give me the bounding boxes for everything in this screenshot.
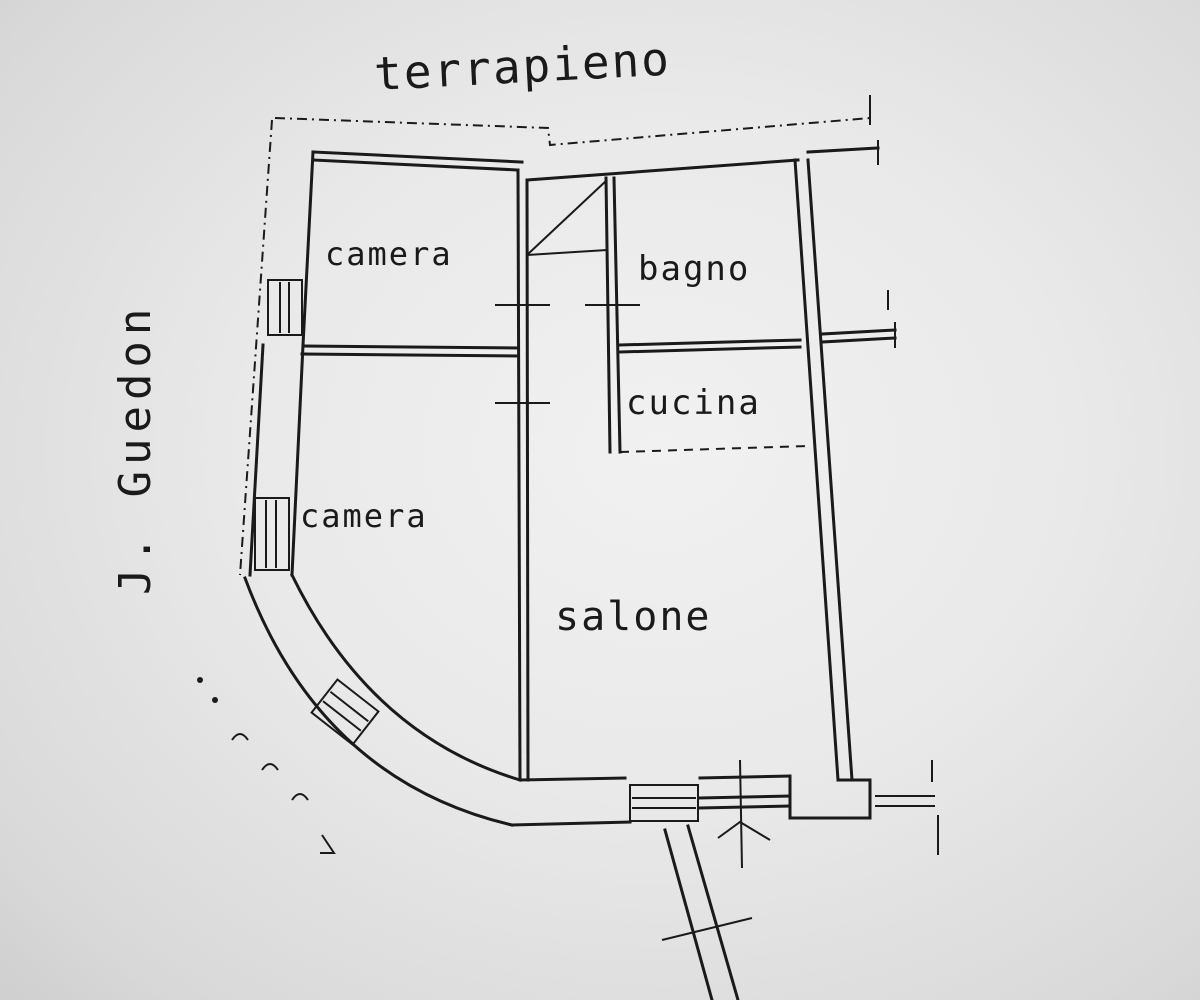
door-markers xyxy=(495,304,640,404)
room-label-bagno: bagno xyxy=(638,249,750,289)
entrance-arrow xyxy=(717,759,771,869)
room-label-salone: salone xyxy=(555,594,712,640)
street-label: J. Guedon xyxy=(110,303,161,595)
room-label-cucina: cucina xyxy=(626,383,761,423)
terrace-boundary xyxy=(239,95,871,576)
room-label-camera-lower: camera xyxy=(300,497,428,535)
room-label-camera-top: camera xyxy=(325,235,453,273)
access-path xyxy=(661,824,753,1000)
windows xyxy=(254,279,939,855)
terrapieno-label: terrapieno xyxy=(373,32,672,101)
stair-symbol xyxy=(526,179,608,256)
street-marks xyxy=(197,677,336,854)
interior-walls xyxy=(300,168,897,782)
